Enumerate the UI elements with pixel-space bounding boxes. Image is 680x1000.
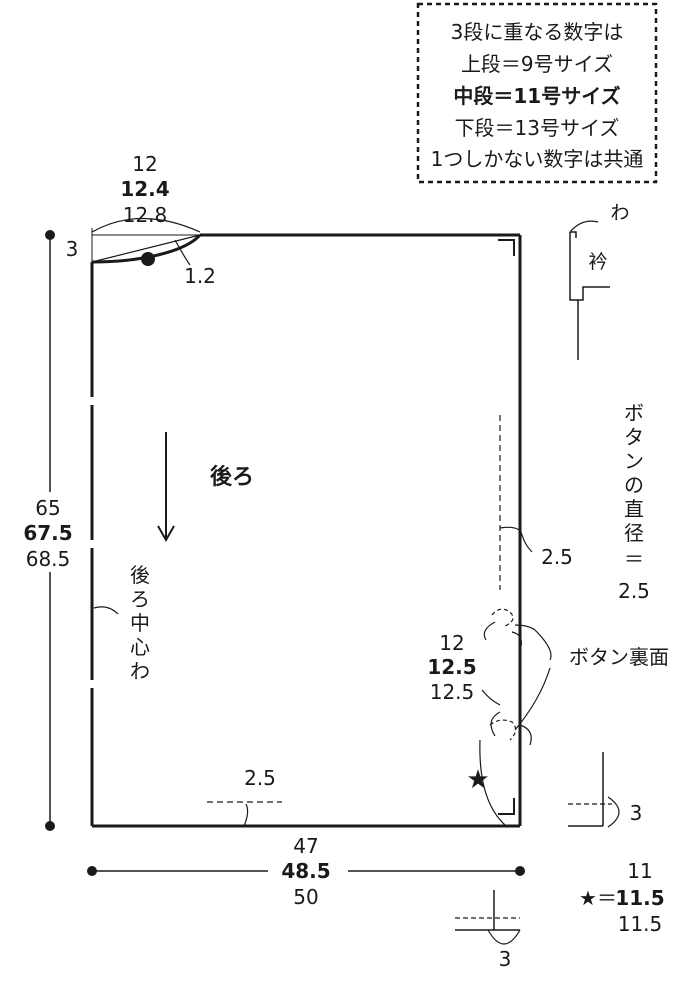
button-diameter-char-6: 径 bbox=[624, 521, 644, 545]
length-dim-dot-bottom bbox=[45, 821, 55, 831]
collar-fold-leader bbox=[569, 220, 599, 233]
length-label-bg bbox=[10, 492, 90, 572]
center-fold-char-5: わ bbox=[130, 659, 150, 683]
button-diameter-char-2: タ bbox=[624, 425, 644, 449]
button-top-arc-1 bbox=[483, 621, 496, 641]
neck-width-arc bbox=[91, 218, 201, 233]
center-fold-char-2: ろ bbox=[130, 587, 150, 611]
button-spacing-large: 12.5 bbox=[430, 680, 475, 704]
front-edge-offset: 2.5 bbox=[541, 545, 573, 569]
button-diameter-char-7: ＝ bbox=[624, 547, 644, 571]
legend-line-1: 3段に重なる数字は bbox=[451, 20, 624, 44]
hem-offset-value: 2.5 bbox=[244, 766, 276, 790]
neck-width-small: 12 bbox=[132, 152, 157, 176]
width-dim-dot-right bbox=[515, 866, 525, 876]
star-mark: ★ bbox=[466, 765, 489, 795]
button-diameter-char-5: 直 bbox=[624, 497, 644, 521]
button-diameter-note: ボ タ ン の 直 径 ＝ 2.5 bbox=[618, 401, 650, 603]
button-spacing-small: 12 bbox=[439, 631, 464, 655]
size-legend: 3段に重なる数字は 上段＝9号サイズ 中段＝11号サイズ 下段＝13号サイズ 1… bbox=[416, 2, 658, 184]
button-back-note: ボタン裏面 bbox=[569, 645, 669, 669]
button-top-arc-2 bbox=[511, 631, 522, 651]
neck-curve-value: 1.2 bbox=[184, 264, 216, 288]
neck-dimensions: 12 12.4 12.8 3 1.2 bbox=[66, 152, 216, 288]
grainline-arrow bbox=[157, 432, 175, 543]
legend-line-3: 中段＝11号サイズ bbox=[453, 84, 620, 108]
button-spacing-medium: 12.5 bbox=[427, 655, 476, 679]
button-spacing-arc bbox=[481, 689, 501, 706]
button-back-leader-1 bbox=[514, 624, 536, 631]
button-placement: 2.5 12 12.5 12.5 ボタン裏面 ★ bbox=[427, 415, 669, 826]
width-dim-dot-left bbox=[87, 866, 97, 876]
length-large: 68.5 bbox=[26, 547, 71, 571]
center-fold-char-4: 心 bbox=[130, 635, 150, 659]
hem-offset-arc bbox=[243, 803, 249, 827]
width-large: 50 bbox=[293, 885, 318, 909]
collar-fold-label: わ bbox=[610, 202, 629, 224]
legend-line-5: 1つしかない数字は共通 bbox=[431, 147, 644, 171]
collar-label: 衿 bbox=[588, 251, 607, 273]
star-large: 11.5 bbox=[618, 912, 663, 936]
button-diameter-char-4: の bbox=[624, 473, 644, 497]
center-fold-leader bbox=[93, 606, 119, 615]
bottom-hem-fold-detail: 3 bbox=[455, 890, 521, 971]
button-lower-arc-right bbox=[519, 724, 532, 746]
collar-fold-detail: わ 衿 bbox=[569, 202, 630, 360]
button-back-leader-2 bbox=[534, 629, 552, 661]
hem-offset: 2.5 bbox=[207, 766, 282, 827]
star-prefix: ★＝ bbox=[579, 886, 617, 910]
neck-curve-leader bbox=[174, 239, 191, 266]
right-hem-fold-detail: 3 bbox=[568, 752, 643, 828]
center-fold-label: 後 ろ 中 心 わ bbox=[93, 563, 150, 683]
button-top-mark bbox=[491, 608, 514, 627]
button-bottom-mark bbox=[489, 719, 517, 741]
star-size-values: ★＝ 11 11.5 11.5 bbox=[579, 859, 665, 936]
star-medium: 11.5 bbox=[615, 886, 664, 910]
front-edge-leader bbox=[499, 526, 533, 553]
legend-line-4: 下段＝13号サイズ bbox=[455, 116, 620, 140]
corner-mark-bottom bbox=[498, 798, 515, 815]
button-diameter-value: 2.5 bbox=[618, 579, 650, 603]
neck-depth-value: 3 bbox=[66, 237, 79, 261]
neck-width-large: 12.8 bbox=[123, 203, 168, 227]
neck-point-dot bbox=[141, 252, 155, 266]
grainline-head bbox=[157, 525, 175, 543]
legend-line-2: 上段＝9号サイズ bbox=[461, 52, 613, 76]
right-hem-value: 3 bbox=[630, 801, 643, 825]
button-diameter-char-3: ン bbox=[624, 449, 644, 473]
button-lower-arc-top bbox=[490, 711, 501, 737]
width-small: 47 bbox=[293, 834, 318, 858]
length-dim-dot-top bbox=[45, 230, 55, 240]
button-lower-arc-left bbox=[479, 739, 506, 826]
button-back-leader-3 bbox=[514, 667, 551, 731]
collar-outline-left bbox=[569, 232, 578, 301]
neckline-curve bbox=[91, 233, 202, 264]
length-small: 65 bbox=[35, 496, 60, 520]
width-medium: 48.5 bbox=[281, 859, 330, 883]
length-dimension: 65 67.5 68.5 bbox=[10, 230, 90, 831]
neck-width-medium: 12.4 bbox=[120, 177, 169, 201]
bottom-hem-value: 3 bbox=[499, 947, 512, 971]
star-small: 11 bbox=[627, 859, 652, 883]
collar-fold-corner bbox=[570, 231, 577, 238]
button-diameter-char-1: ボ bbox=[624, 401, 644, 425]
pattern-label: 後ろ bbox=[210, 464, 254, 490]
center-fold-char-1: 後 bbox=[130, 563, 150, 587]
right-hem-arc bbox=[607, 796, 620, 828]
neck-diagonal-guide bbox=[91, 234, 201, 263]
legend-border bbox=[416, 2, 658, 184]
back-panel-outline bbox=[90, 233, 522, 828]
collar-outline-outer bbox=[577, 286, 610, 360]
center-fold-char-3: 中 bbox=[130, 611, 150, 635]
width-dimension: 47 48.5 50 bbox=[87, 834, 525, 909]
corner-mark-top bbox=[498, 239, 515, 256]
length-medium: 67.5 bbox=[23, 521, 72, 545]
bottom-hem-arc bbox=[487, 929, 521, 945]
